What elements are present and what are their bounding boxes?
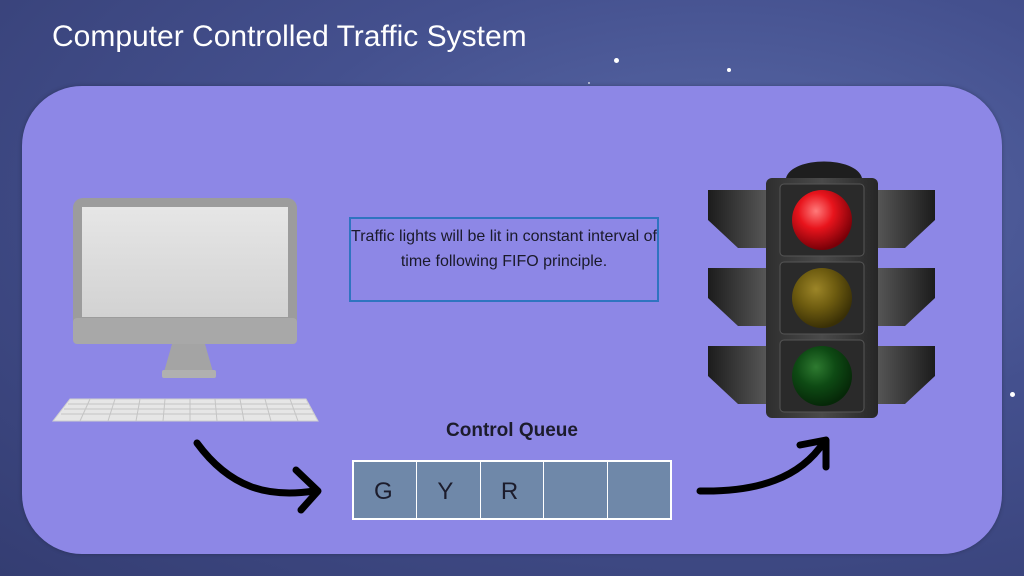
slide-title: Computer Controlled Traffic System	[52, 20, 527, 53]
queue-cell: Y	[417, 462, 481, 518]
star-decoration	[614, 58, 619, 63]
yellow-lamp	[792, 268, 852, 328]
green-lamp	[792, 346, 852, 406]
info-callout: Traffic lights will be lit in constant i…	[349, 217, 659, 302]
computer-monitor-icon	[73, 198, 297, 378]
queue-cell: G	[354, 462, 418, 518]
queue-cell	[608, 462, 670, 518]
queue-cell: R	[481, 462, 545, 518]
queue-cell	[544, 462, 608, 518]
keyboard-icon	[51, 398, 319, 422]
queue-label: Control Queue	[446, 420, 578, 441]
red-lamp	[792, 190, 852, 250]
arrow-icon	[193, 439, 322, 514]
arrow-icon	[696, 436, 830, 495]
star-decoration	[588, 82, 590, 84]
star-decoration	[727, 68, 731, 72]
traffic-light-icon	[708, 161, 935, 418]
star-decoration	[1010, 392, 1015, 397]
control-queue: G Y R	[352, 460, 672, 520]
